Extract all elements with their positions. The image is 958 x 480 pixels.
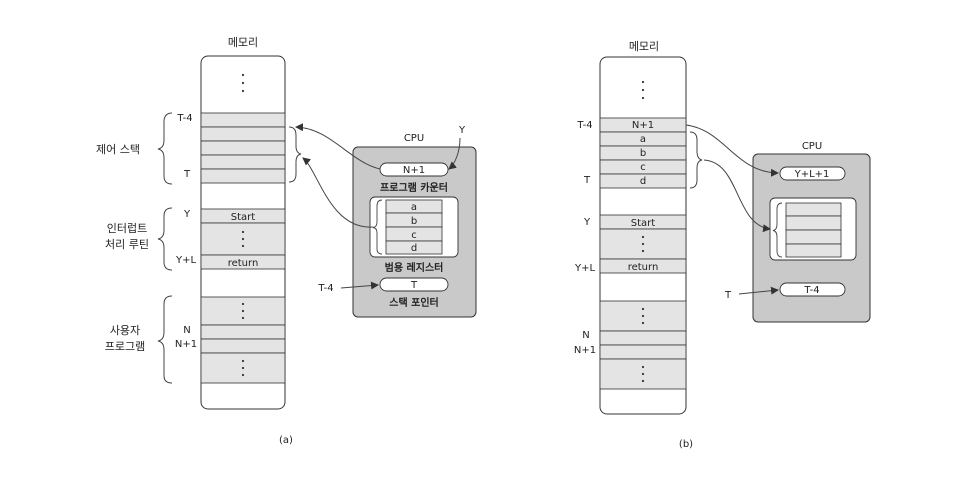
stack-cell-text: a bbox=[640, 134, 646, 145]
register-cell bbox=[785, 243, 842, 258]
stack-brace bbox=[689, 131, 703, 189]
memory-cell bbox=[200, 168, 286, 184]
program-counter-value: N+1 bbox=[403, 165, 425, 176]
ellipsis-dots bbox=[641, 365, 645, 383]
arrow-label-t-minus-4: T-4 bbox=[317, 283, 333, 294]
group-isr-line1: 인터럽트 bbox=[107, 221, 147, 235]
group-brace bbox=[157, 112, 173, 384]
group-user-line1: 사용자 bbox=[110, 324, 140, 337]
cpu-box: CPU N+1 프로그램 카운터 a b c d 범용 레지스터 T 스택 포인… bbox=[352, 133, 477, 318]
memory-cell bbox=[200, 338, 286, 354]
group-isr-line2: 처리 루틴 bbox=[105, 238, 149, 251]
address-y-plus-l: Y+L bbox=[175, 255, 196, 266]
register-a: a bbox=[411, 202, 417, 213]
arrow-pc-to-stack bbox=[295, 123, 381, 170]
register-d: d bbox=[411, 243, 417, 254]
arrow-t-to-sp bbox=[738, 286, 779, 295]
stack-pointer-value: T-4 bbox=[803, 285, 819, 296]
registers-brace bbox=[772, 202, 783, 258]
arrow-label-y: Y bbox=[458, 125, 466, 136]
address-t-minus-4: T-4 bbox=[576, 120, 592, 131]
ellipsis-dots bbox=[241, 359, 245, 377]
memory-cell-return bbox=[200, 254, 286, 270]
stack-pointer-label: 스택 포인터 bbox=[389, 296, 438, 309]
memory-cell bbox=[200, 324, 286, 340]
memory-cell-stack bbox=[599, 173, 687, 189]
program-counter-value: Y+L+1 bbox=[794, 169, 830, 180]
address-n: N bbox=[582, 330, 589, 341]
group-control-stack: 제어 스택 bbox=[96, 143, 140, 156]
arrow-label-t: T bbox=[724, 290, 732, 301]
memory-cell bbox=[200, 140, 286, 156]
stack-cell-text: c bbox=[640, 162, 646, 173]
cell-start-text: Start bbox=[631, 218, 656, 229]
stack-cell-text: d bbox=[640, 176, 646, 187]
register-cell bbox=[785, 202, 842, 217]
register-c: c bbox=[411, 230, 417, 241]
memory-cell-return bbox=[599, 258, 687, 274]
register-cell bbox=[385, 240, 443, 255]
panel-a: 메모리 Start return bbox=[96, 36, 477, 446]
caption-a: (a) bbox=[279, 435, 293, 446]
program-counter-register bbox=[379, 162, 449, 177]
memory-cell bbox=[200, 154, 286, 170]
memory-title: 메모리 bbox=[629, 40, 659, 53]
register-b: b bbox=[411, 216, 417, 227]
memory-cell bbox=[200, 126, 286, 142]
arrow-registers-to-stack bbox=[302, 157, 374, 228]
general-registers-label: 범용 레지스터 bbox=[385, 261, 444, 274]
arrow-t4-to-sp bbox=[340, 281, 379, 290]
ellipsis-dots bbox=[641, 307, 645, 325]
cell-return-text: return bbox=[628, 262, 659, 273]
arrow-y-to-pc bbox=[448, 137, 461, 170]
group-user-line2: 프로그램 bbox=[105, 340, 145, 353]
cell-start-text: Start bbox=[231, 212, 256, 223]
cpu-title: CPU bbox=[404, 133, 424, 144]
ellipsis-dots bbox=[241, 302, 245, 320]
stack-cell-text: N+1 bbox=[632, 120, 654, 131]
panel-b: 메모리 N+1 a b c d Start return bbox=[574, 40, 871, 450]
program-counter-label: 프로그램 카운터 bbox=[380, 181, 448, 194]
stack-cell-text: b bbox=[640, 148, 646, 159]
stack-pointer-register bbox=[779, 282, 846, 297]
address-y: Y bbox=[583, 217, 591, 228]
arrow-stack-to-pc bbox=[685, 124, 779, 177]
register-cell bbox=[785, 229, 842, 245]
memory-cell bbox=[599, 330, 687, 346]
ellipsis-dots bbox=[641, 80, 645, 100]
ellipsis-dots bbox=[241, 230, 245, 248]
stack-brace bbox=[288, 126, 302, 183]
memory-cell-user bbox=[200, 352, 286, 384]
cell-return-text: return bbox=[228, 258, 259, 269]
arrow-stack-to-registers bbox=[703, 159, 771, 233]
memory-title: 메모리 bbox=[228, 36, 258, 49]
ellipsis-dots bbox=[641, 235, 645, 253]
address-n: N bbox=[183, 325, 190, 336]
address-y: Y bbox=[183, 209, 191, 220]
cpu-box: CPU Y+L+1 T-4 bbox=[752, 141, 871, 323]
address-n-plus-1: N+1 bbox=[574, 345, 596, 356]
address-t-minus-4: T-4 bbox=[176, 113, 192, 124]
ellipsis-dots bbox=[241, 73, 245, 93]
address-t: T bbox=[183, 169, 191, 180]
address-n-plus-1: N+1 bbox=[175, 339, 197, 350]
caption-b: (b) bbox=[679, 439, 693, 450]
address-t: T bbox=[583, 175, 591, 186]
stack-pointer-register bbox=[379, 277, 449, 292]
stack-pointer-value: T bbox=[410, 280, 418, 291]
cpu-title: CPU bbox=[802, 141, 822, 152]
program-counter-register bbox=[779, 166, 846, 181]
register-cell bbox=[785, 215, 842, 231]
address-y-plus-l: Y+L bbox=[574, 263, 595, 274]
memory-column: N+1 a b c d Start return bbox=[599, 56, 687, 415]
memory-cell bbox=[200, 112, 286, 128]
memory-column: Start return bbox=[200, 55, 286, 410]
memory-cell bbox=[599, 344, 687, 360]
